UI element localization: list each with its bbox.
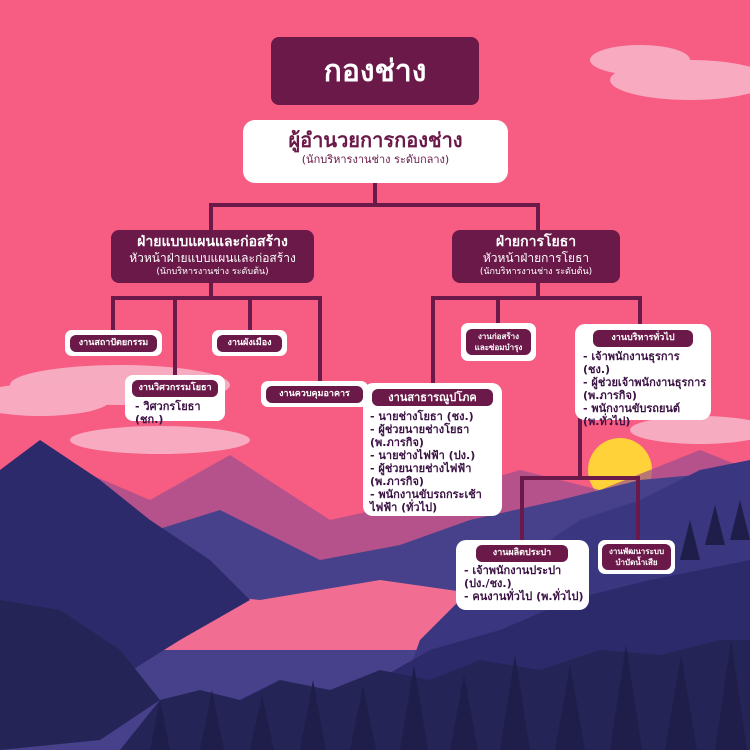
unit-civil-engineering-label: งานวิศวกรรมโยธา [132, 380, 218, 397]
unit-construction-box: งานก่อสร้าง และซ่อมบำรุง [461, 323, 536, 361]
division-public-works-level: (นักบริหารงานช่าง ระดับต้น) [479, 267, 593, 277]
list-item: - เจ้าพนักงานธุรการ (ชง.) [583, 350, 680, 376]
list-item: - เจ้าพนักงานประปา (ปง./ชง.) [464, 564, 562, 590]
list-item: - นายช่างไฟฟ้า (ปง.) [370, 449, 476, 462]
unit-utilities-box: งานสาธารณูปโภค - นายช่างโยธา (ชง.) - ผู้… [363, 383, 502, 516]
unit-city-planning-label: งานผังเมือง [217, 334, 282, 352]
unit-building-control-box: งานควบคุมอาคาร [261, 381, 368, 407]
unit-utilities-label: งานสาธารณูปโภค [372, 389, 493, 406]
unit-water-production-label: งานผลิตประปา [476, 545, 568, 562]
list-item: - คนงานทั่วไป (พ.ทั่วไป) [464, 590, 584, 603]
list-item: - นายช่างโยธา (ชง.) [370, 410, 474, 423]
list-item: - ผู้ช่วยนายช่างไฟฟ้า (พ.ภารกิจ) [370, 462, 472, 488]
page-title: กองช่าง [323, 53, 427, 89]
clouds [0, 45, 750, 454]
list-item: - วิศวกรโยธา (ชก.) [135, 400, 201, 426]
unit-wastewater-box: งานพัฒนาระบบ บำบัดน้ำเสีย [598, 540, 675, 574]
unit-general-admin-list: - เจ้าพนักงานธุรการ (ชง.) - ผู้ช่วยเจ้าพ… [583, 350, 707, 428]
division-design-head: หัวหน้าฝ่ายแบบแผนและก่อสร้าง [129, 251, 296, 265]
unit-building-control-label: งานควบคุมอาคาร [266, 385, 363, 403]
division-design-title: ฝ่ายแบบแผนและก่อสร้าง [137, 234, 288, 250]
director-subtitle: (นักบริหารงานช่าง ระดับกลาง) [301, 153, 450, 166]
list-item: - ผู้ช่วยนายช่างโยธา (พ.ภารกิจ) [370, 423, 470, 449]
division-public-works-box: ฝ่ายการโยธา หัวหน้าฝ่ายการโยธา (นักบริหา… [452, 230, 620, 283]
unit-wastewater-label: งานพัฒนาระบบ บำบัดน้ำเสีย [602, 544, 671, 570]
list-item: - ผู้ช่วยเจ้าพนักงานธุรการ (พ.ภารกิจ) [583, 376, 707, 402]
list-item: - พนักงานขับรถยนต์ (พ.ทั่วไป) [583, 402, 681, 428]
unit-civil-engineering-box: งานวิศวกรรมโยธา - วิศวกรโยธา (ชก.) [125, 375, 225, 426]
unit-architecture-box: งานสถาปัตยกรรม [65, 330, 162, 356]
director-box: ผู้อำนวยการกองช่าง (นักบริหารงานช่าง ระด… [243, 120, 508, 183]
unit-general-admin-box: งานบริหารทั่วไป - เจ้าพนักงานธุรการ (ชง.… [575, 324, 711, 428]
unit-utilities-list: - นายช่างโยธา (ชง.) - ผู้ช่วยนายช่างโยธา… [370, 410, 500, 514]
division-design-level: (นักบริหารงานช่าง ระดับต้น) [156, 267, 269, 277]
division-public-works-head: หัวหน้าฝ่ายการโยธา [482, 251, 590, 265]
unit-water-production-box: งานผลิตประปา - เจ้าพนักงานประปา (ปง./ชง.… [456, 540, 589, 610]
unit-construction-label: งานก่อสร้าง และซ่อมบำรุง [466, 329, 531, 355]
unit-civil-engineering-list: - วิศวกรโยธา (ชก.) [135, 400, 225, 426]
unit-general-admin-label: งานบริหารทั่วไป [593, 330, 693, 347]
unit-city-planning-box: งานผังเมือง [212, 330, 287, 356]
unit-architecture-label: งานสถาปัตยกรรม [70, 334, 157, 352]
division-design-box: ฝ่ายแบบแผนและก่อสร้าง หัวหน้าฝ่ายแบบแผนแ… [111, 230, 314, 283]
list-item: - พนักงานขับรถกระเช้าไฟฟ้า (ทั่วไป) [370, 488, 482, 514]
director-title: ผู้อำนวยการกองช่าง [288, 128, 463, 152]
page-title-box: กองช่าง [271, 37, 479, 105]
unit-water-production-list: - เจ้าพนักงานประปา (ปง./ชง.) - คนงานทั่ว… [464, 564, 586, 603]
division-public-works-title: ฝ่ายการโยธา [495, 234, 577, 250]
